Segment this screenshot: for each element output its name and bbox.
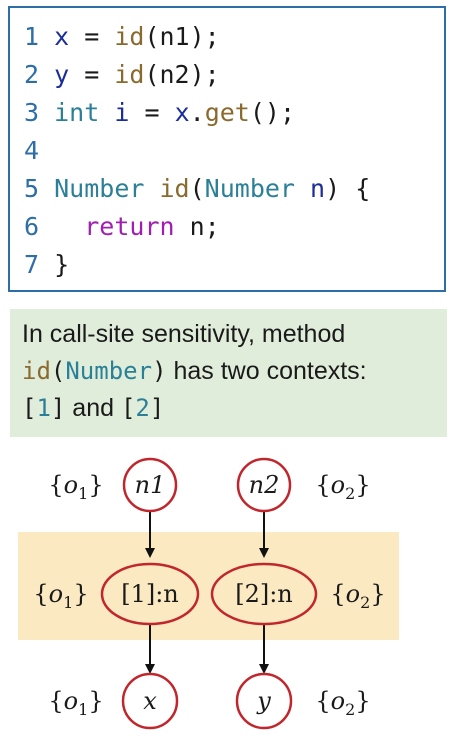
code-line-7: 7 } (24, 250, 69, 280)
code-panel: 1 x = id(n1);2 y = id(n2);3 int i = x.ge… (8, 6, 446, 292)
svg-text:{o1}: {o1} (48, 471, 103, 503)
code-token: id (114, 22, 145, 51)
line-number: 1 (24, 22, 40, 51)
code-token: (); (249, 98, 295, 127)
line-number: 7 (24, 250, 40, 279)
code-token (54, 212, 84, 241)
node-y: y (235, 672, 293, 730)
note-line-3: [1] and [2] (22, 394, 165, 422)
code-token (99, 98, 114, 127)
code-token: = (69, 60, 115, 89)
code-token: ) { (325, 174, 371, 203)
svg-text:{o2}: {o2} (315, 471, 370, 503)
pts-set-n2: {o2} (315, 471, 370, 503)
code-line-4: 4 (24, 136, 54, 166)
code-token (144, 174, 159, 203)
code-token: id (114, 60, 145, 89)
node-x: x (121, 672, 179, 730)
svg-text:{o1}: {o1} (48, 687, 103, 719)
code-token (295, 174, 310, 203)
code-token: i (114, 98, 130, 127)
pts-set-y: {o2} (315, 687, 370, 719)
code-line-5: 5 Number id(Number n) { (24, 174, 370, 204)
pts-set-n1: {o1} (48, 471, 103, 503)
code-token: y (54, 60, 70, 89)
method-param-type: Number (65, 357, 153, 385)
code-line-3: 3 int i = x.get(); (24, 98, 295, 128)
line-number: 2 (24, 60, 40, 89)
code-token: = (69, 22, 115, 51)
line-number: 6 (24, 212, 40, 241)
code-token: = (129, 98, 175, 127)
node-n2: n2 (236, 457, 292, 513)
code-token: . (189, 98, 205, 127)
code-token: n; (174, 212, 220, 241)
node-ctx2-n: [2]:n (210, 562, 318, 626)
code-token: } (54, 250, 70, 279)
note-line-1: In call-site sensitivity, method (22, 320, 346, 348)
pts-set-x: {o1} (48, 687, 103, 719)
svg-text:x: x (143, 687, 157, 715)
code-token: (n2); (144, 60, 220, 89)
note-line-2: id(Number) has two contexts: (22, 357, 367, 385)
svg-text:{o2}: {o2} (315, 687, 370, 719)
svg-text:{o1}: {o1} (33, 580, 88, 612)
line-number: 3 (24, 98, 40, 127)
method-name: id (22, 357, 51, 385)
code-token: Number (204, 174, 295, 203)
context-band (18, 532, 399, 640)
node-ctx1-n: [1]:n (100, 562, 200, 626)
svg-text:[1]:n: [1]:n (121, 580, 179, 608)
code-token: return (84, 212, 175, 241)
svg-text:n1: n1 (135, 471, 166, 499)
code-token: x (174, 98, 190, 127)
svg-text:y: y (256, 687, 271, 715)
code-token: n (310, 174, 326, 203)
pts-set-ctx2: {o2} (330, 580, 385, 612)
svg-text:n2: n2 (249, 471, 280, 499)
pointer-flow-graph: n1 n2 [1]:n [2]:n x y {o1} {o2} {o1} {o2… (33, 457, 386, 730)
code-token: (n1); (144, 22, 220, 51)
code-token: int (54, 98, 100, 127)
code-token: id (159, 174, 190, 203)
code-token: x (54, 22, 70, 51)
line-number: 4 (24, 136, 40, 165)
code-line-6: 6 return n; (24, 212, 220, 242)
context-2: 2 (135, 394, 150, 422)
node-n1: n1 (122, 457, 178, 513)
code-token: Number (54, 174, 145, 203)
code-token: get (204, 98, 250, 127)
code-line-1: 1 x = id(n1); (24, 22, 220, 52)
pts-set-ctx1: {o1} (33, 580, 88, 612)
code-token: ( (189, 174, 205, 203)
svg-text:[2]:n: [2]:n (235, 580, 293, 608)
explanation-note: In call-site sensitivity, method id(Numb… (10, 309, 447, 437)
svg-text:{o2}: {o2} (330, 580, 385, 612)
line-number: 5 (24, 174, 40, 203)
context-1: 1 (36, 394, 51, 422)
code-line-2: 2 y = id(n2); (24, 60, 220, 90)
